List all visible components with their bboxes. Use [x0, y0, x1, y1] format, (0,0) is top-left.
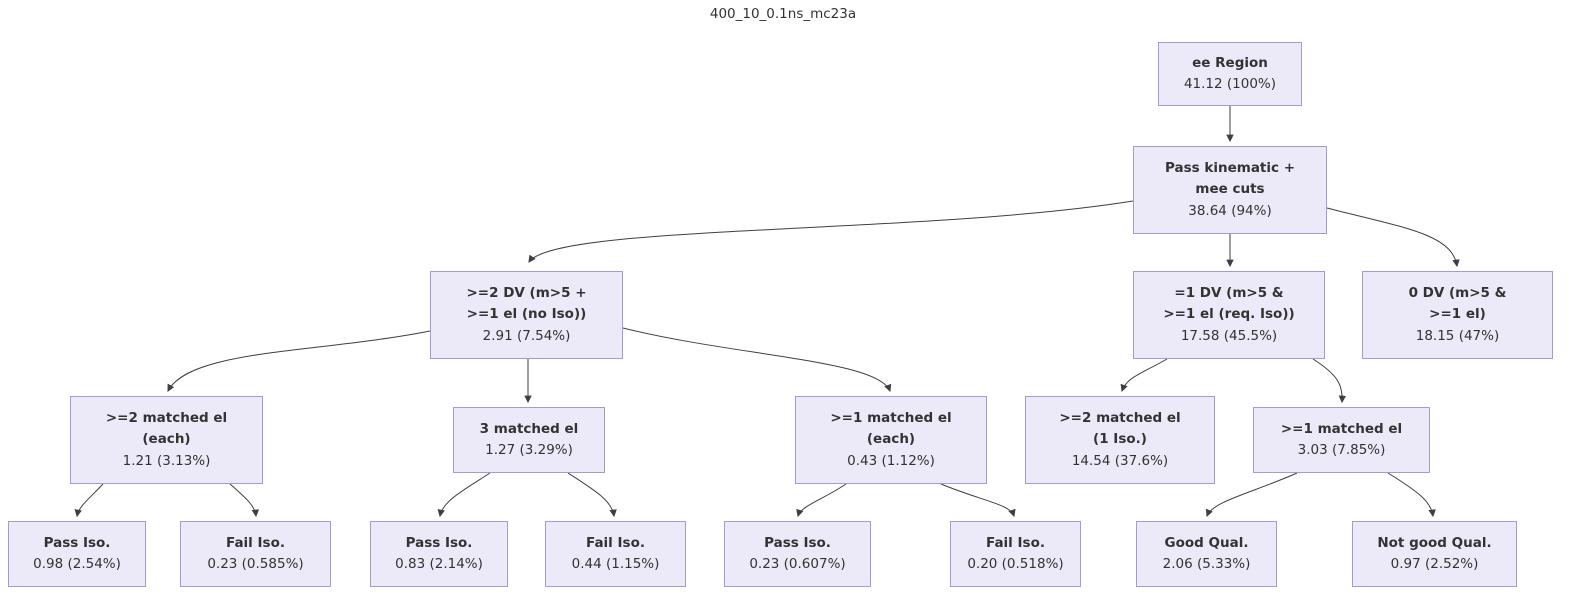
node-label: >=2 DV (m>5 + >=1 el (no Iso)): [466, 284, 587, 323]
node-label: >=2 matched el (each): [105, 409, 228, 448]
node-value: 38.64 (94%): [1188, 202, 1272, 219]
edge-eq1dv-to-ge2matched1iso: [1120, 358, 1168, 393]
node-label: >=1 matched el: [1280, 420, 1403, 437]
node-value: 1.21 (3.13%): [122, 452, 211, 469]
node-fail-iso-2: Fail Iso. 0.44 (1.15%): [545, 521, 686, 587]
edge-ge2dv-to-ge2matched: [167, 330, 431, 392]
edge-to-pass-iso-3: [796, 483, 847, 518]
edge-ge2dv-to-ge1matched-each: [622, 327, 892, 393]
node-pass-iso-3: Pass Iso. 0.23 (0.607%): [724, 521, 871, 587]
node-value: 41.12 (100%): [1183, 76, 1277, 92]
node-value: 17.58 (45.5%): [1180, 327, 1278, 344]
node-value: 14.54 (37.6%): [1071, 452, 1169, 469]
node-label: >=1 matched el (each): [830, 409, 952, 448]
edge-passkin-to-zerodv: [1326, 207, 1460, 268]
node-ge1-matched-el-each: >=1 matched el (each) 0.43 (1.12%): [795, 396, 987, 484]
edge-to-good-qual: [1205, 472, 1298, 518]
node-ge1-matched-el: >=1 matched el 3.03 (7.85%): [1253, 407, 1430, 473]
edge-to-fail-iso-2: [567, 472, 617, 518]
node-good-qual: Good Qual. 2.06 (5.33%): [1136, 521, 1277, 587]
node-value: 0.23 (0.607%): [749, 556, 846, 572]
node-value: 1.27 (3.29%): [485, 442, 573, 458]
node-value: 0.83 (2.14%): [395, 556, 483, 572]
node-ge2-matched-el-1iso: >=2 matched el (1 Iso.) 14.54 (37.6%): [1025, 396, 1215, 484]
node-value: 0.23 (0.585%): [207, 556, 304, 572]
node-value: 18.15 (47%): [1415, 327, 1500, 344]
node-not-good-qual: Not good Qual. 0.97 (2.52%): [1352, 521, 1517, 587]
node-ee-region: ee Region 41.12 (100%): [1158, 42, 1302, 106]
node-value: 0.98 (2.54%): [33, 556, 121, 572]
node-label: Not good Qual.: [1377, 534, 1492, 551]
edge-eq1dv-to-ge1matched: [1312, 358, 1347, 404]
node-pass-kinematic-mee-cuts: Pass kinematic + mee cuts 38.64 (94%): [1133, 146, 1327, 234]
node-label: Fail Iso.: [986, 534, 1045, 551]
node-label: =1 DV (m>5 & >=1 el (req. Iso)): [1163, 284, 1295, 323]
edge-to-pass-iso-1: [74, 483, 104, 518]
node-fail-iso-3: Fail Iso. 0.20 (0.518%): [950, 521, 1081, 587]
node-value: 0.97 (2.52%): [1390, 556, 1479, 572]
node-value: 0.43 (1.12%): [847, 452, 935, 469]
node-label: Pass Iso.: [764, 534, 831, 551]
node-value: 3.03 (7.85%): [1297, 442, 1386, 458]
node-ge2-matched-el-each: >=2 matched el (each) 1.21 (3.13%): [70, 396, 263, 484]
diagram-title: 400_10_0.1ns_mc23a: [709, 6, 857, 22]
edge-to-not-good-qual: [1387, 472, 1436, 518]
node-ge2-dv: >=2 DV (m>5 + >=1 el (no Iso)) 2.91 (7.5…: [430, 271, 623, 359]
node-label: ee Region: [1192, 54, 1268, 71]
edge-passkin-to-ge2dv: [528, 200, 1134, 263]
edge-to-fail-iso-1: [229, 483, 260, 518]
node-three-matched-el: 3 matched el 1.27 (3.29%): [453, 407, 605, 473]
edge-to-fail-iso-3: [940, 483, 1016, 518]
node-value: 0.44 (1.15%): [571, 556, 660, 572]
node-label: Fail Iso.: [226, 534, 285, 551]
node-label: 3 matched el: [479, 420, 579, 437]
node-fail-iso-1: Fail Iso. 0.23 (0.585%): [180, 521, 331, 587]
node-label: Pass kinematic + mee cuts: [1164, 159, 1296, 198]
node-value: 2.91 (7.54%): [482, 327, 571, 344]
node-label: Fail Iso.: [586, 534, 645, 551]
node-label: Pass Iso.: [405, 534, 473, 551]
node-label: Good Qual.: [1164, 534, 1249, 551]
node-pass-iso-1: Pass Iso. 0.98 (2.54%): [8, 521, 146, 587]
node-value: 0.20 (0.518%): [967, 556, 1064, 572]
node-eq1-dv: =1 DV (m>5 & >=1 el (req. Iso)) 17.58 (4…: [1133, 271, 1325, 359]
node-value: 2.06 (5.33%): [1162, 556, 1251, 572]
node-label: 0 DV (m>5 & >=1 el): [1408, 284, 1507, 323]
node-label: Pass Iso.: [43, 534, 111, 551]
node-zero-dv: 0 DV (m>5 & >=1 el) 18.15 (47%): [1362, 271, 1553, 359]
node-pass-iso-2: Pass Iso. 0.83 (2.14%): [370, 521, 508, 587]
edge-to-pass-iso-2: [437, 472, 491, 518]
node-label: >=2 matched el (1 Iso.): [1059, 409, 1181, 448]
